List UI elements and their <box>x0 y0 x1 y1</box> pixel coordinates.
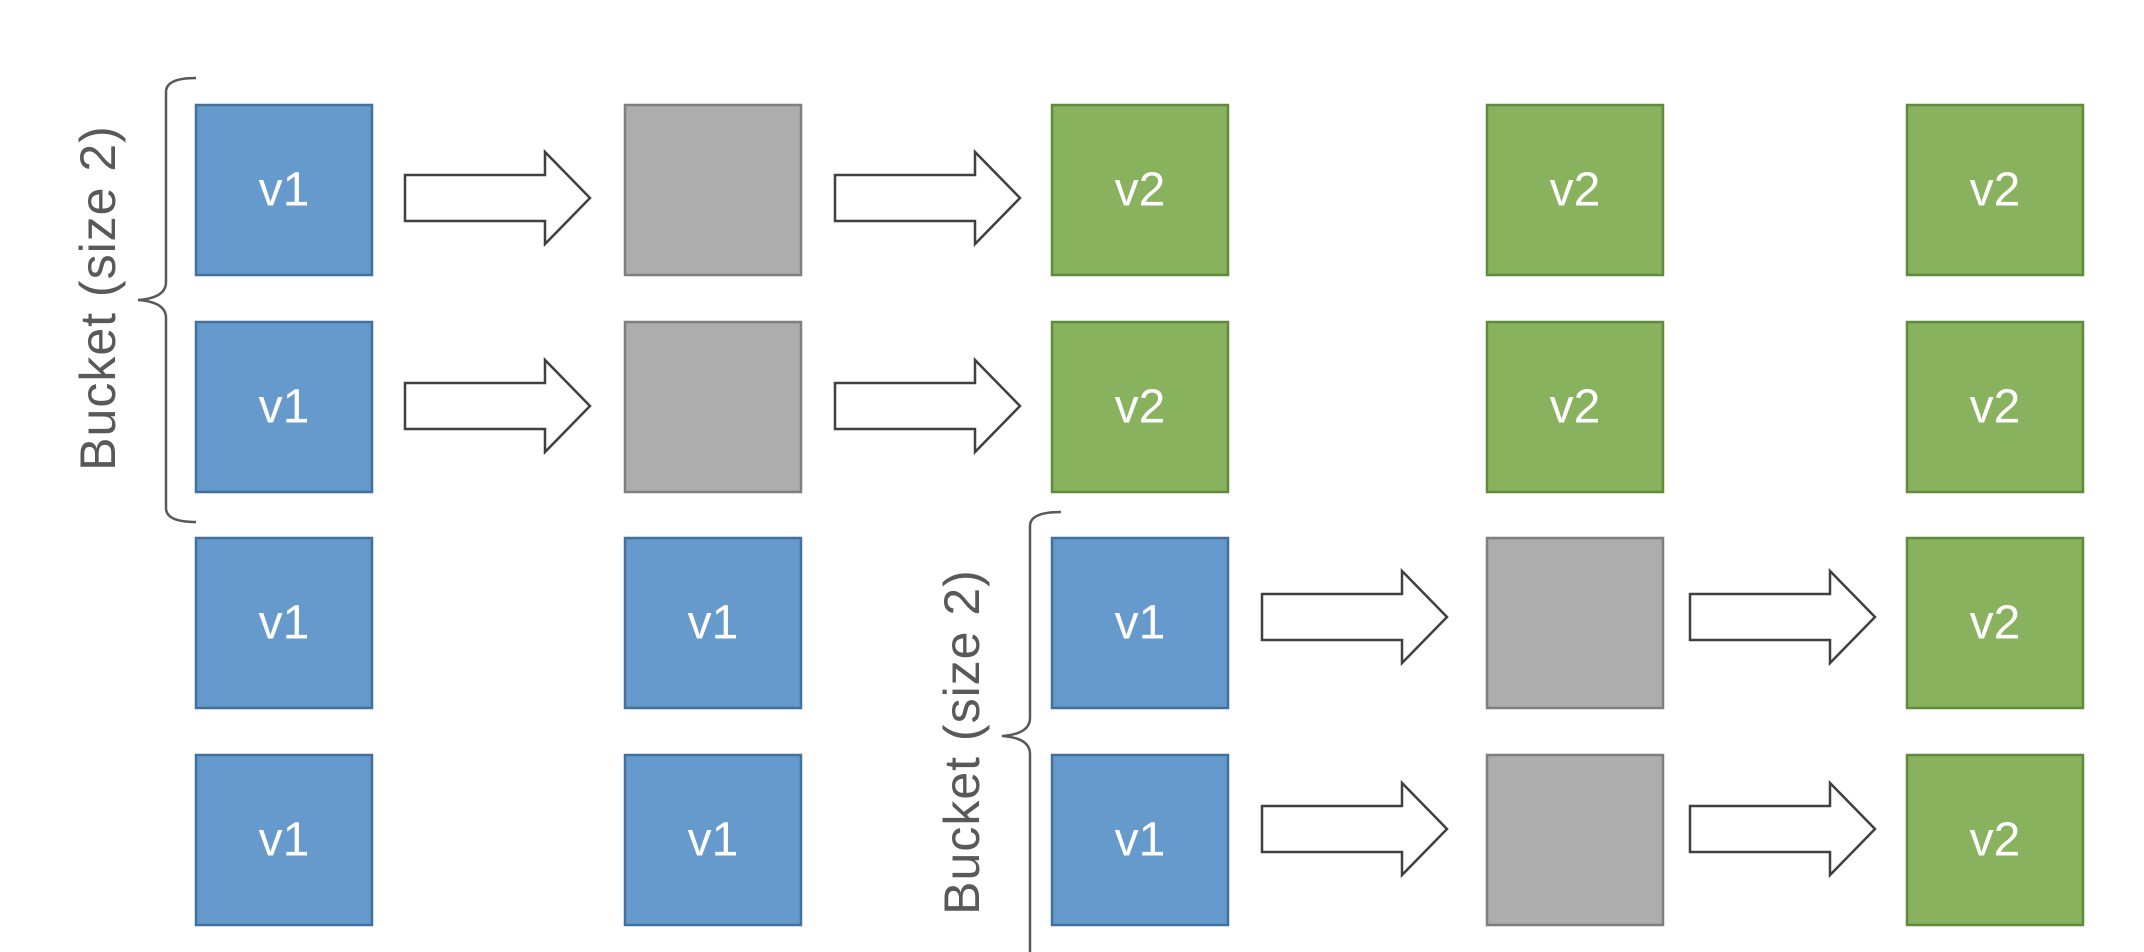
arrow-right <box>403 356 592 456</box>
server-box-v2 <box>1050 103 1230 277</box>
server-version-label: v1 <box>259 164 310 217</box>
server-grid: v1 v2 v2 v2 v1 v2 v2 v2 v1 v1 v1 v2 v1 v1 v1 v2 <box>194 103 2085 927</box>
server-box-updating <box>623 103 803 277</box>
server-box-v2 <box>1905 320 2085 494</box>
server-box-v1 <box>194 320 374 494</box>
server-box-v1 <box>194 103 374 277</box>
bucket-brace-top <box>137 76 197 524</box>
arrow-right <box>1688 779 1877 879</box>
server-version-label: v2 <box>1970 164 2021 217</box>
server-version-label: v2 <box>1970 814 2021 867</box>
server-version-label: v1 <box>688 597 739 650</box>
server-box-v1 <box>1050 536 1230 710</box>
arrow-right <box>833 356 1022 456</box>
server-box-v1 <box>194 753 374 927</box>
server-version-label: v1 <box>1115 597 1166 650</box>
server-box-v1 <box>623 753 803 927</box>
arrow-right <box>833 148 1022 248</box>
server-version-label: v1 <box>688 814 739 867</box>
arrow-right <box>1260 567 1449 667</box>
server-box-v1 <box>623 536 803 710</box>
server-version-label: v2 <box>1970 597 2021 650</box>
server-box-v2 <box>1485 103 1665 277</box>
server-box-v2 <box>1485 320 1665 494</box>
server-box-v2 <box>1905 753 2085 927</box>
server-version-label: v2 <box>1115 164 1166 217</box>
server-box-updating <box>1485 753 1665 927</box>
server-version-label: v1 <box>259 381 310 434</box>
arrow-right <box>403 148 592 248</box>
server-box-v2 <box>1050 320 1230 494</box>
arrow-right <box>1688 567 1877 667</box>
server-version-label: v2 <box>1970 381 2021 434</box>
bucket-label-top: Bucket (size 2) <box>70 125 126 471</box>
server-box-v2 <box>1905 536 2085 710</box>
arrow-right <box>1260 779 1449 879</box>
server-version-label: v1 <box>259 814 310 867</box>
server-version-label: v2 <box>1550 381 1601 434</box>
server-box-updating <box>1485 536 1665 710</box>
server-box-updating <box>623 320 803 494</box>
bucket-brace-bottom <box>1001 510 1062 952</box>
server-version-label: v2 <box>1550 164 1601 217</box>
server-box-v2 <box>1905 103 2085 277</box>
server-box-v1 <box>1050 753 1230 927</box>
bucket-label-bottom: Bucket (size 2) <box>934 569 990 915</box>
server-version-label: v1 <box>1115 814 1166 867</box>
arrows <box>403 148 1877 879</box>
server-version-label: v2 <box>1115 381 1166 434</box>
server-version-label: v1 <box>259 597 310 650</box>
server-box-v1 <box>194 536 374 710</box>
